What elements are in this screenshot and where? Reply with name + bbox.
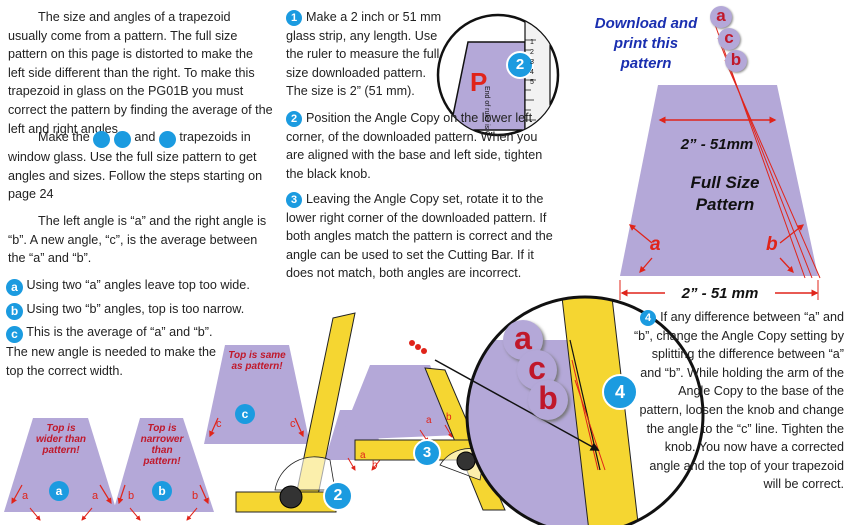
- list-item-c: c This is the average of “a” and “b”. Th…: [6, 325, 217, 378]
- letter-b-icon: b: [113, 131, 151, 148]
- angle-label: a: [22, 490, 29, 502]
- trapezoid-same-shape: [204, 345, 310, 444]
- pattern-bottom-dimension: 2” - 51 mm: [665, 285, 775, 302]
- step-number-icon: 2: [506, 51, 534, 79]
- angle-label: c: [216, 418, 222, 430]
- angle-label: b: [446, 412, 452, 423]
- intro-paragraph-2: Make the a b and c trapezoids in window …: [8, 130, 263, 202]
- angle-label: b: [192, 490, 199, 502]
- step-number-icon: 2: [323, 481, 353, 511]
- angle-bubble-b: b: [528, 380, 568, 420]
- trapezoid-wide-shape: [4, 418, 117, 512]
- letter-a-icon: a: [6, 279, 23, 296]
- letter-c-icon: c: [6, 326, 23, 343]
- pattern-angle-b: b: [766, 234, 778, 255]
- angle-label: b: [128, 490, 135, 502]
- angle-label: a: [360, 450, 366, 461]
- angle-bubble-a: a: [710, 6, 732, 28]
- letter-a-icon: a: [93, 131, 130, 148]
- step-number-icon: 2: [286, 111, 302, 127]
- shape-label-wide: Top is wider than pattern!: [35, 423, 86, 456]
- letter-c-icon: c: [235, 404, 255, 424]
- intro-paragraph-1: The size and angles of a trapezoid usual…: [8, 10, 273, 136]
- ruler-end-text: End of ruler is 0: [483, 86, 490, 136]
- letter-a-icon: a: [49, 481, 69, 501]
- angle-label: a: [92, 490, 99, 502]
- step-number-icon: 4: [602, 374, 638, 410]
- step-number-icon: 4: [640, 310, 657, 326]
- step-number-icon: 3: [413, 439, 441, 467]
- pattern-letter-p: P: [470, 67, 488, 97]
- step-number-icon: 1: [286, 10, 302, 26]
- letter-b-icon: b: [6, 303, 23, 320]
- angle-label: a: [426, 415, 432, 426]
- list-item-b: b Using two “b” angles, top is too narro…: [6, 300, 276, 320]
- angle-bubble-c: c: [718, 28, 740, 50]
- letter-b-icon: b: [152, 481, 172, 501]
- angle-label: b: [372, 460, 378, 471]
- full-size-pattern-shape: [620, 85, 818, 276]
- pattern-title: Full Size Pattern: [690, 173, 760, 214]
- angle-label: c: [290, 418, 296, 430]
- list-item-a: a Using two “a” angles leave top too wid…: [6, 276, 276, 296]
- letter-c-icon: c: [158, 131, 196, 148]
- step-number-icon: 3: [286, 192, 302, 208]
- pattern-angle-a: a: [650, 234, 661, 255]
- shape-label-narrow: Top is narrower than pattern!: [140, 423, 184, 467]
- trapezoid-narrow-shape: [113, 418, 214, 512]
- shape-label-same: Top is same as pattern!: [228, 350, 286, 372]
- download-note: Download and print this pattern: [594, 15, 698, 72]
- angle-bubble-b: b: [725, 50, 747, 72]
- intro-paragraph-3: The left angle is “a” and the right angl…: [8, 214, 267, 266]
- pattern-top-dimension: 2” - 51mm: [680, 136, 754, 153]
